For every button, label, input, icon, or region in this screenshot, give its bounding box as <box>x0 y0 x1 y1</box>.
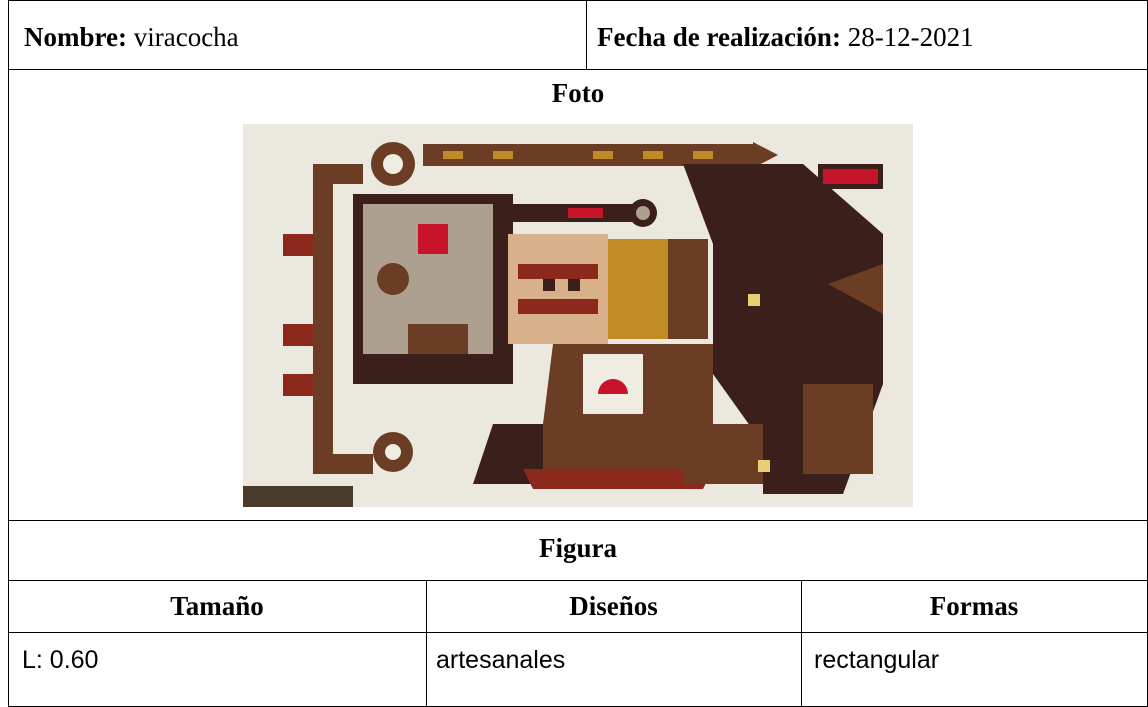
column-header-designs: Diseños <box>569 591 658 621</box>
figure-title: Figura <box>539 533 617 563</box>
designs-value: artesanales <box>436 646 566 674</box>
date-value: 28-12-2021 <box>847 22 974 52</box>
name-label: Nombre: <box>24 22 127 52</box>
column-header-size: Tamaño <box>170 591 264 621</box>
name-value: viracocha <box>133 22 239 52</box>
rug-photo <box>243 124 913 507</box>
date-label: Fecha de realización: <box>597 22 841 52</box>
photo-title: Foto <box>551 78 605 108</box>
shapes-value: rectangular <box>814 646 940 674</box>
column-header-shapes: Formas <box>929 591 1019 621</box>
size-value: L: 0.60 <box>22 646 99 674</box>
date-field: Fecha de realización: 28-12-2021 <box>597 24 974 51</box>
name-field: Nombre: viracocha <box>24 24 239 51</box>
